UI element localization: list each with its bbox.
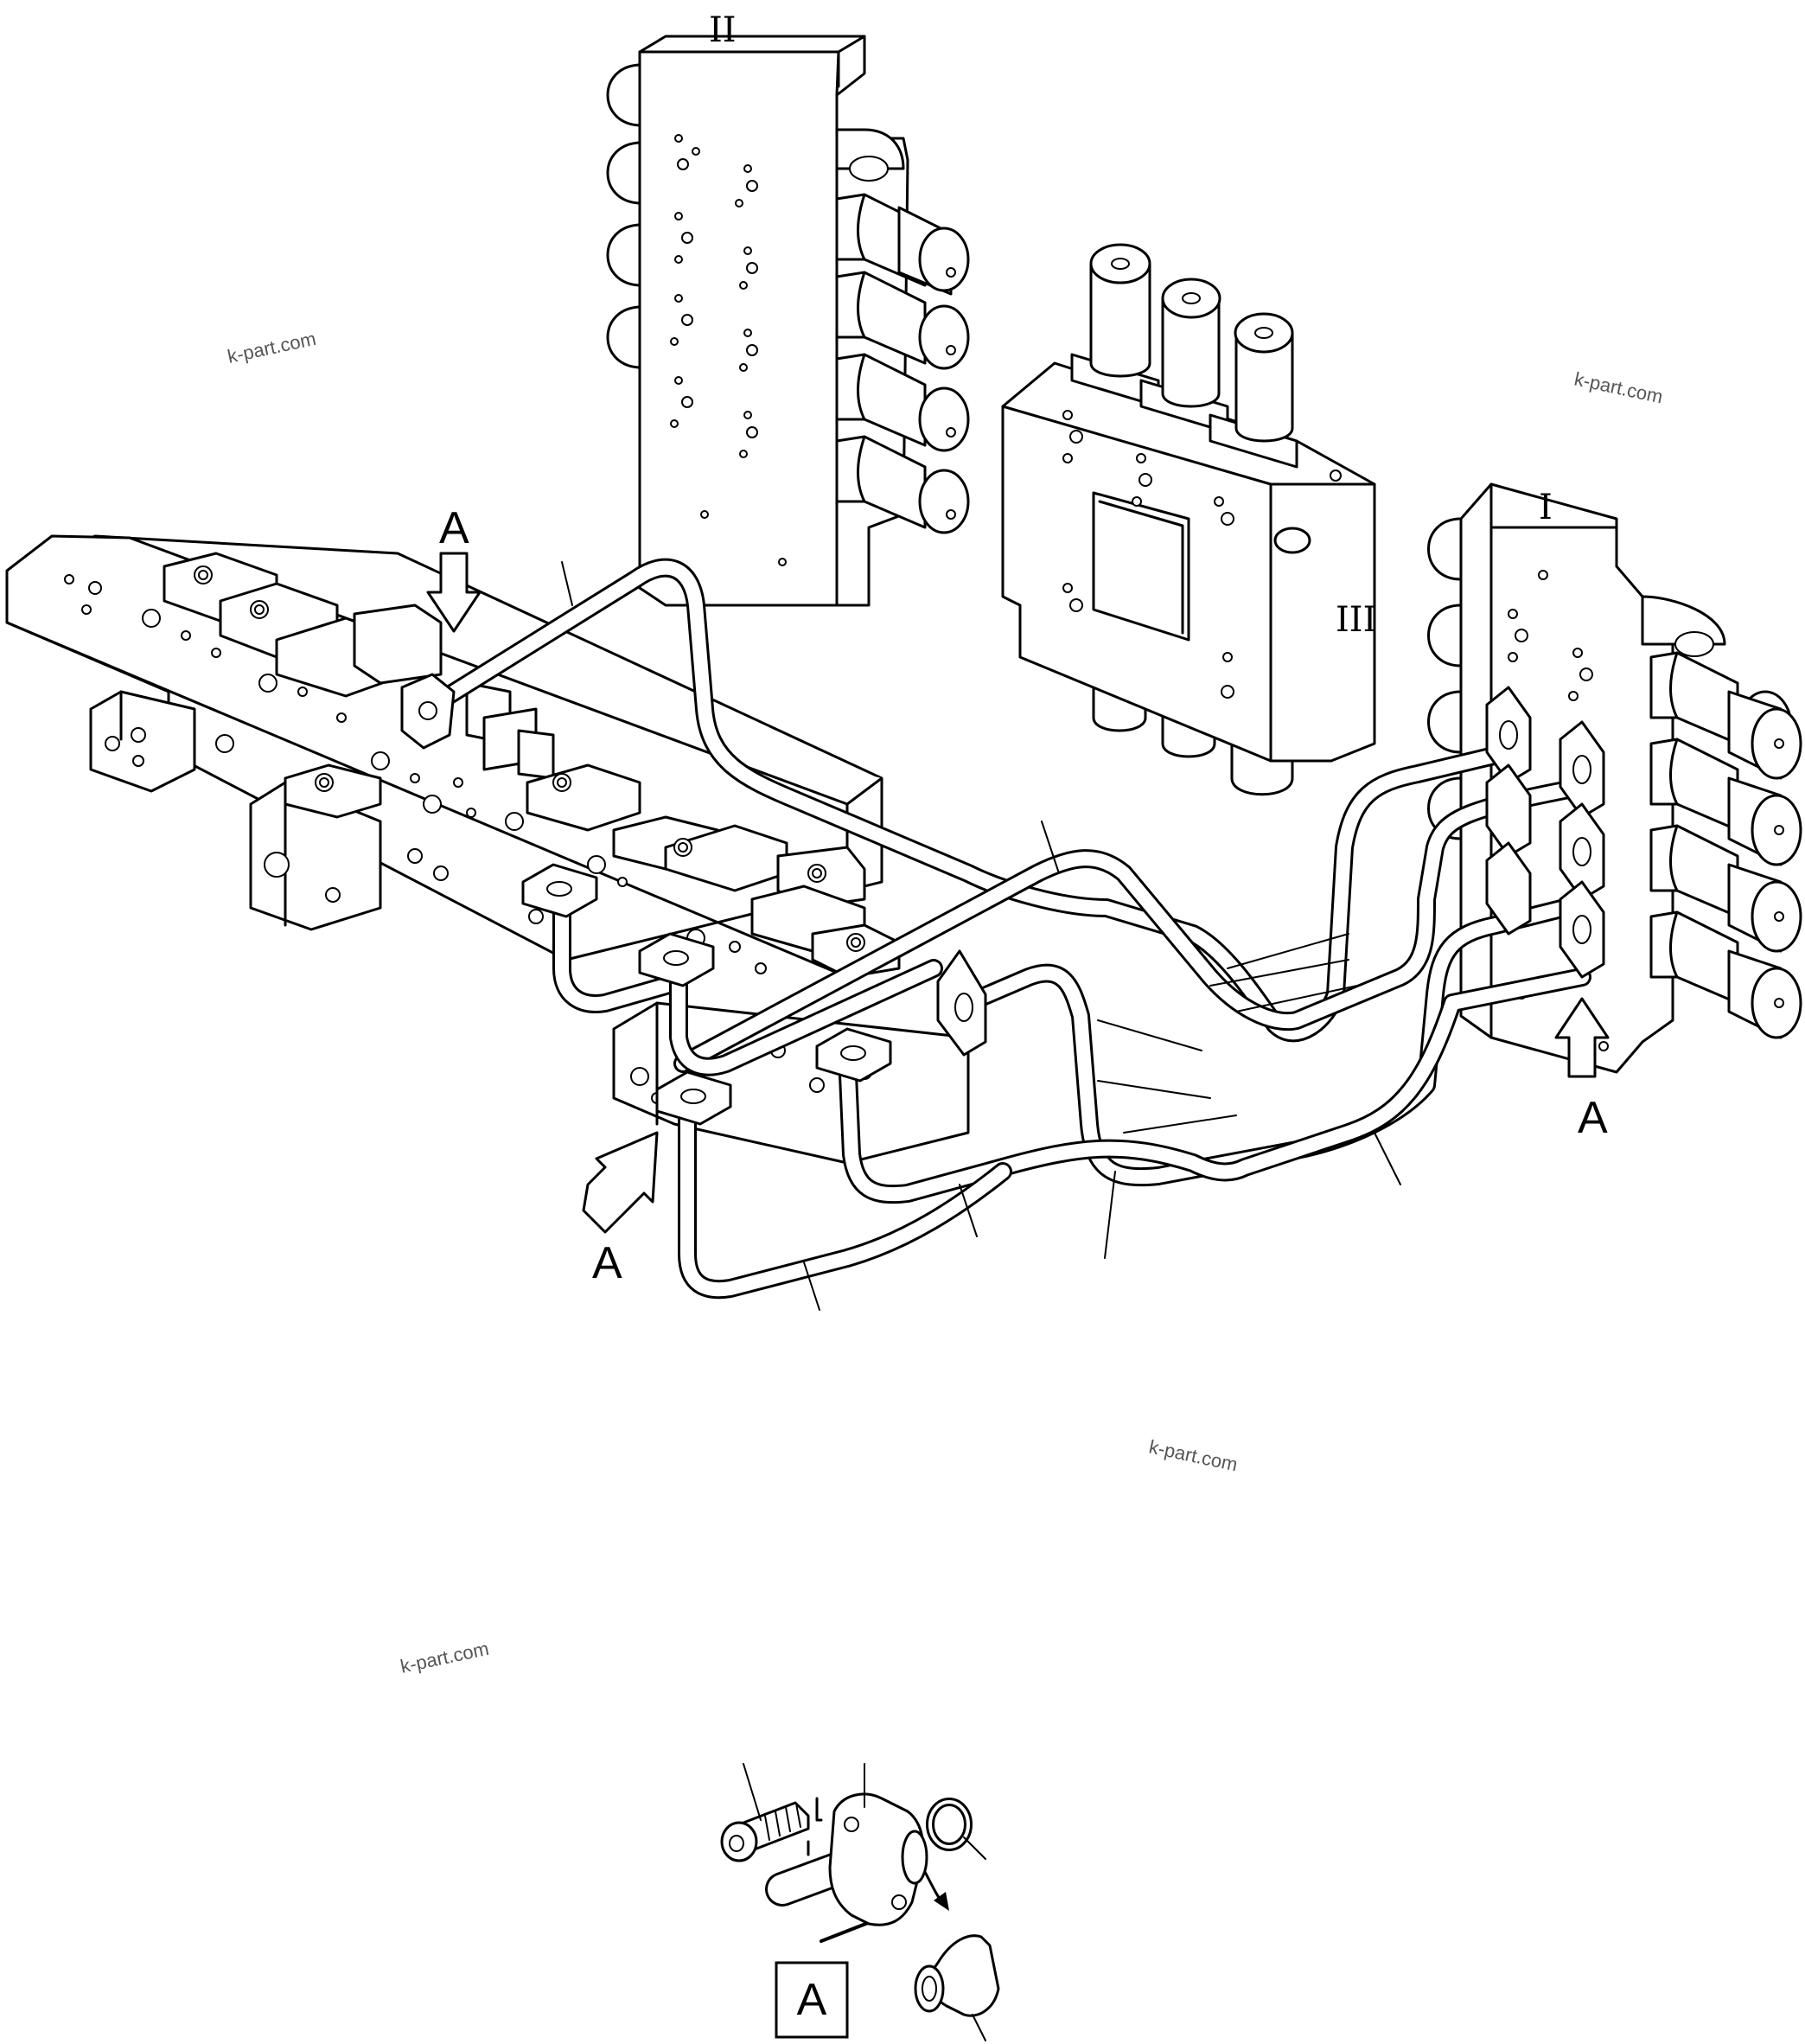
control-valve-upper-left: II xyxy=(606,10,970,607)
view-arrow-bottom-left: A xyxy=(582,1131,659,1288)
flange xyxy=(655,1070,732,1126)
valve-ii-solenoids xyxy=(835,193,970,534)
flange xyxy=(638,932,715,987)
valve-ii-label: II xyxy=(709,10,737,50)
flange-detail xyxy=(765,1792,928,1943)
flange xyxy=(521,863,598,918)
flange xyxy=(815,1027,892,1083)
valve-ii-port-holes xyxy=(670,134,787,566)
flange xyxy=(1485,763,1532,858)
flange xyxy=(936,949,987,1057)
valve-i-solenoids xyxy=(1649,651,1802,1039)
view-label-top: A xyxy=(439,503,469,553)
manifold-bolt-studs xyxy=(194,565,865,952)
flange xyxy=(1559,880,1605,979)
pipe-flanges xyxy=(400,673,1605,1126)
flange xyxy=(1559,802,1605,901)
o-ring xyxy=(926,1798,973,1851)
flange xyxy=(1485,686,1532,784)
flange xyxy=(400,673,456,750)
plug xyxy=(914,1934,1000,2017)
pipe-lower-1 xyxy=(838,968,1591,1204)
valve-ii-spool-caps-left xyxy=(606,63,642,369)
control-valve-middle: III xyxy=(1001,243,1376,796)
watermark: k-part.com xyxy=(1147,1435,1240,1475)
valve-iii-solenoids xyxy=(1070,243,1298,469)
view-arrow-right: A xyxy=(1554,997,1610,1143)
leader-lines xyxy=(561,561,1401,1311)
valve-iii-port-holes xyxy=(1062,410,1234,699)
flange xyxy=(1485,841,1532,936)
watermark: k-part.com xyxy=(399,1638,491,1677)
valve-i-spool-caps-left xyxy=(1427,517,1462,840)
flange xyxy=(1559,720,1605,819)
pipe-middle-1 xyxy=(673,777,1591,1073)
valve-i-label: I xyxy=(1539,488,1553,527)
view-label-bottom-left: A xyxy=(592,1238,622,1288)
watermark: k-part.com xyxy=(1572,367,1665,407)
bolt xyxy=(720,1797,823,1862)
watermark: k-part.com xyxy=(226,328,318,367)
view-label-right: A xyxy=(1578,1093,1608,1143)
pipe-top-loop xyxy=(431,558,1518,1043)
pipe-left-u xyxy=(552,885,943,1076)
control-valve-right: I xyxy=(1427,482,1802,1074)
detail-view-a: A xyxy=(720,1763,1000,2041)
valve-iii-label: III xyxy=(1336,600,1376,640)
detail-a-label: A xyxy=(797,1975,827,2025)
view-arrow-top: A xyxy=(426,503,482,633)
detail-a-box xyxy=(775,1961,849,2039)
hydraulic-pipes xyxy=(431,558,1591,1300)
